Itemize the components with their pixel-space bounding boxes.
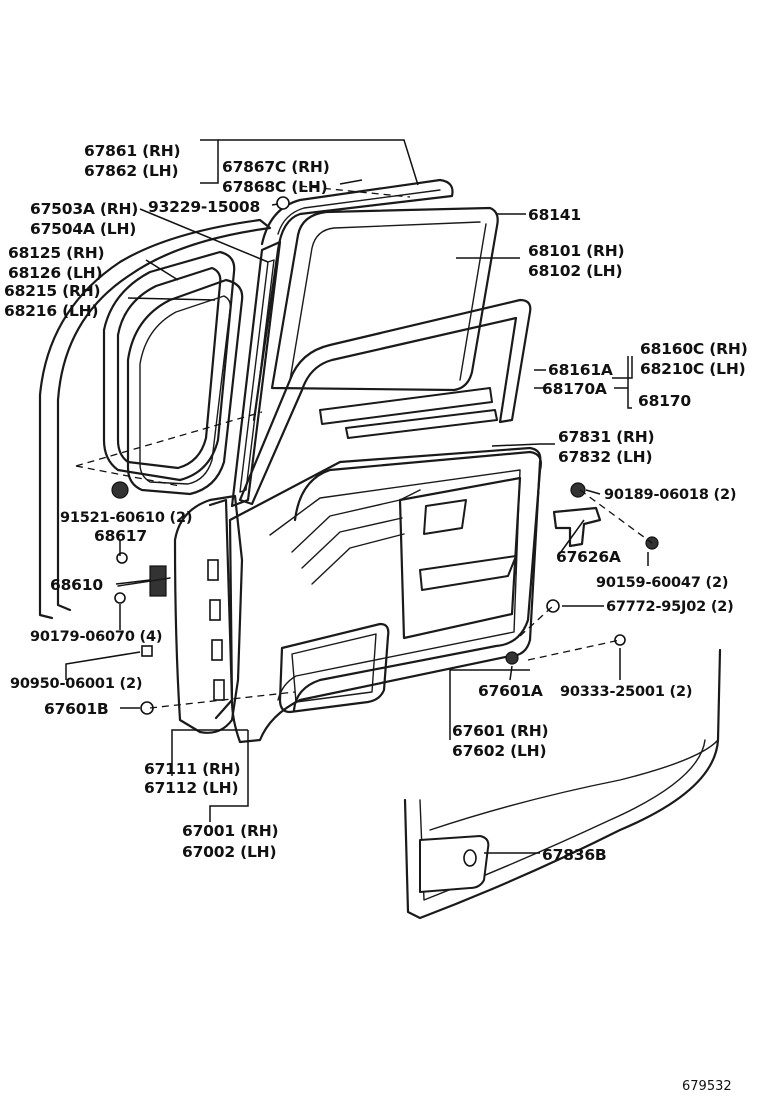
handle-bracket — [552, 506, 602, 548]
callout-67772: 67772-95J02 (2) — [606, 599, 734, 615]
outer-panel-lower — [403, 648, 722, 920]
callout-labels: 67861 (RH)67862 (LH) 67867C (RH)67868C (… — [4, 142, 748, 864]
callout-67601: 67601 (RH)67602 (LH) — [452, 722, 548, 760]
callout-67836b: 67836B — [542, 846, 607, 864]
callout-68160c: 68160C (RH)68210C (LH) — [640, 340, 748, 378]
callout-90159: 90159-60047 (2) — [596, 575, 728, 591]
door-glass — [270, 206, 499, 392]
figure-number: 679532 — [682, 1079, 732, 1094]
inner-weatherstrip — [238, 298, 532, 506]
callout-90333: 90333-25001 (2) — [560, 684, 692, 700]
callout-67601a: 67601A — [478, 682, 543, 700]
callout-90950: 90950-06001 (2) — [10, 676, 142, 692]
quarter-window-seal — [126, 278, 244, 496]
door-check — [117, 565, 171, 597]
callout-90179: 90179-06070 (4) — [30, 629, 162, 645]
screw-90189 — [570, 482, 586, 498]
door-opening-seal — [102, 250, 236, 482]
bolt-68617 — [116, 552, 128, 564]
callout-93229: 93229-15008 — [148, 198, 260, 216]
callout-67601b: 67601B — [44, 700, 109, 718]
grommet-67601a — [505, 651, 519, 665]
plug-90333 — [614, 634, 626, 646]
callout-90189: 90189-06018 (2) — [604, 487, 736, 503]
callout-68161a: 68161A — [548, 361, 613, 379]
callout-67831: 67831 (RH)67832 (LH) — [558, 428, 654, 466]
fastener-clips — [111, 196, 659, 715]
callout-68141: 68141 — [528, 206, 581, 224]
screw-93229 — [276, 196, 290, 210]
callout-68170a: 68170A — [542, 380, 607, 398]
leader-lines — [65, 139, 649, 854]
hinge-side-hardware — [207, 559, 225, 701]
callout-68170: 68170 — [638, 392, 691, 410]
callout-67861: 67861 (RH)67862 (LH) — [84, 142, 180, 180]
bolt-90179 — [114, 592, 126, 604]
callout-68610: 68610 — [50, 576, 103, 594]
alignment-lines — [75, 185, 653, 709]
door-glass-run — [252, 178, 454, 422]
callout-68125: 68125 (RH)68126 (LH) — [8, 244, 104, 282]
callout-67626a: 67626A — [556, 548, 621, 566]
door-trim-board — [278, 450, 542, 714]
callout-68101: 68101 (RH)68102 (LH) — [528, 242, 624, 280]
callout-67001: 67001 (RH)67002 (LH) — [182, 822, 278, 861]
door-weatherstrip-outer — [38, 218, 272, 620]
callout-67867c: 67867C (RH)67868C (LH) — [222, 158, 330, 196]
belt-moulding — [319, 387, 498, 439]
callout-67503a: 67503A (RH)67504A (LH) — [30, 200, 138, 238]
callout-67111: 67111 (RH)67112 (LH) — [144, 760, 240, 797]
clip-91521 — [111, 481, 129, 499]
plug-90950 — [141, 645, 153, 657]
callout-91521: 91521-60610 (2) — [60, 510, 192, 526]
callout-68617: 68617 — [94, 527, 147, 545]
door-frame-outer — [173, 494, 244, 734]
callout-68215: 68215 (RH)68216 (LH) — [4, 282, 100, 320]
